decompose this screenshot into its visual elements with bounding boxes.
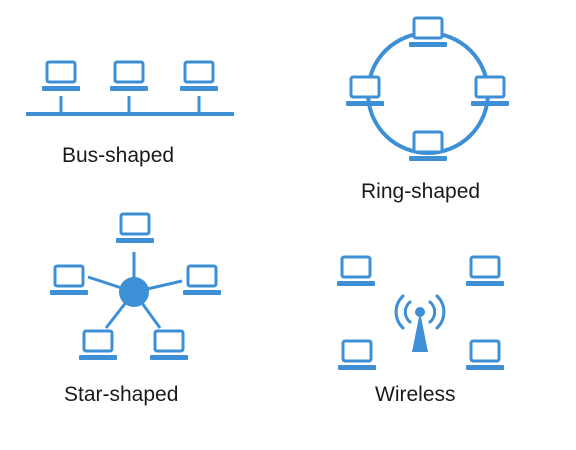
computer-icon [148,329,190,362]
computer-icon [464,255,506,288]
computer-icon [48,264,90,297]
computer-icon [108,60,150,93]
computer-icon [77,329,119,362]
computer-icon [407,16,449,49]
bus-topology-icon [26,60,234,116]
computer-icon [336,339,378,372]
computer-icon [407,130,449,163]
wireless-antenna-icon [394,294,446,352]
star-topology-label: Star-shaped [64,383,179,406]
star-topology-icon [48,212,223,362]
computer-icon [114,212,156,245]
computer-icon [469,75,511,108]
computer-icon [464,339,506,372]
star-hub-node [119,277,149,307]
bus-topology-label: Bus-shaped [62,144,175,167]
ring-topology-icon [344,16,511,163]
computer-icon [344,75,386,108]
wireless-topology-icon [335,255,506,372]
wireless-topology-label: Wireless [375,383,456,406]
computer-icon [181,264,223,297]
computer-icon [178,60,220,93]
ring-topology-label: Ring-shaped [361,180,481,203]
computer-icon [40,60,82,93]
computer-icon [335,255,377,288]
